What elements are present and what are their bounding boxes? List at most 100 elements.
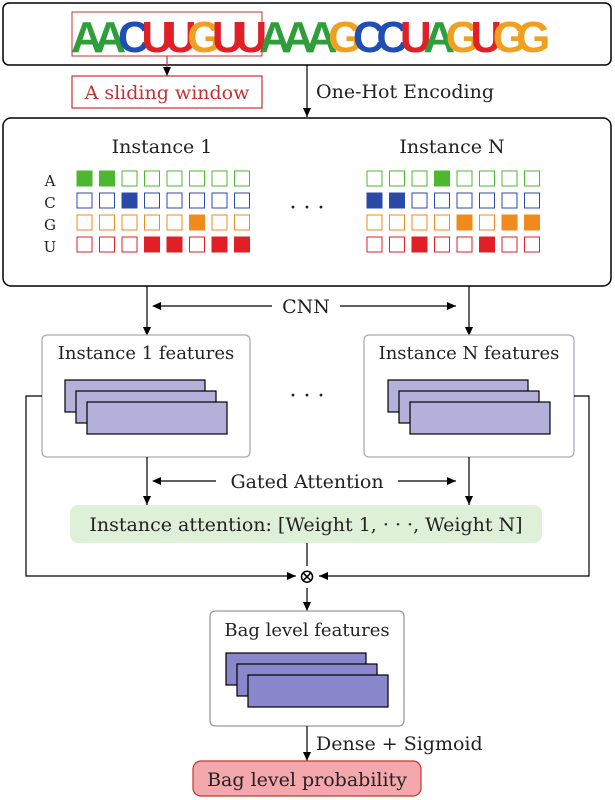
onehot-cell (366, 236, 383, 253)
onehot-cell (411, 170, 428, 187)
onehot-cell (99, 192, 115, 209)
onehot-cell (501, 170, 518, 187)
row-label: A (44, 172, 56, 190)
onehot-cell-active (389, 192, 405, 209)
one-hot-label: One-Hot Encoding (316, 81, 494, 103)
onehot-cell (234, 170, 250, 187)
onehot-cell (99, 236, 115, 253)
onehot-cell-active (144, 236, 160, 253)
sliding-window-label-box (71, 75, 263, 109)
instance-1-onehot-matrix (76, 170, 250, 253)
combine-symbol: ⊗ (299, 564, 316, 588)
onehot-cell (501, 192, 518, 209)
onehot-cell (121, 170, 138, 187)
onehot-cell-active (99, 170, 115, 187)
sequence-letter: U (400, 13, 430, 62)
onehot-cell (211, 170, 228, 187)
onehot-cell (389, 214, 405, 231)
sequence-letter: C (118, 13, 149, 62)
sequence-letter: U (470, 13, 500, 62)
skip-connection-left (25, 395, 296, 580)
onehot-cell-active (189, 214, 205, 231)
onehot-cell-active (411, 236, 428, 253)
onehot-cell (166, 170, 183, 187)
onehot-cell-active (234, 236, 250, 253)
onehot-cell (434, 236, 450, 253)
onehot-cell-active (366, 192, 383, 209)
row-label: C (44, 194, 55, 212)
sequence-letter: G (493, 13, 525, 62)
sequence-letter: A (94, 13, 125, 62)
onehot-cell (144, 214, 160, 231)
sequence-letter: G (446, 13, 478, 62)
sequence-letter: A (423, 13, 454, 62)
onehot-cell (189, 170, 205, 187)
onehot-cell (211, 214, 228, 231)
sequence-letter: C (353, 13, 384, 62)
sequence-letter: C (376, 13, 407, 62)
onehot-cell (411, 214, 428, 231)
gated-attention-label: Gated Attention (230, 471, 383, 493)
onehot-cell-active (76, 170, 93, 187)
sequence-letter: A (306, 13, 337, 62)
onehot-cell-active (211, 236, 228, 253)
instance-1-feature-stack (64, 379, 228, 435)
bag-probability-box (192, 760, 422, 797)
row-label: U (44, 238, 57, 256)
onehot-cell (121, 214, 138, 231)
cnn-label: CNN (282, 296, 330, 318)
onehot-cell (76, 192, 93, 209)
onehot-cell (76, 236, 93, 253)
onehot-cell (76, 214, 93, 231)
bag-features-label: Bag level features (224, 620, 389, 641)
onehot-cell (389, 236, 405, 253)
bag-probability-label: Bag level probability (207, 769, 407, 791)
onehot-cell (234, 192, 250, 209)
dense-sigmoid-label: Dense + Sigmoid (316, 733, 483, 755)
sliding-window-label: A sliding window (84, 82, 251, 104)
sequence-letter: G (328, 13, 360, 62)
onehot-cell (524, 170, 540, 187)
onehot-cell (121, 236, 138, 253)
onehot-cell (189, 236, 205, 253)
sequence-letter: U (165, 13, 195, 62)
features-ellipsis: · · · (290, 384, 325, 409)
onehot-cell-active (524, 214, 540, 231)
onehot-cell (434, 192, 450, 209)
sequence-letter: A (71, 13, 102, 62)
instance-n-feature-stack (387, 379, 551, 435)
onehot-cell-active (456, 214, 473, 231)
onehot-cell-active (479, 236, 495, 253)
instance-n-onehot-matrix (366, 170, 540, 253)
onehot-cell (479, 214, 495, 231)
instance-attention-label: Instance attention: [Weight 1, · · ·, We… (89, 514, 522, 536)
onehot-cell-active (434, 170, 450, 187)
onehot-cell (389, 170, 405, 187)
instances-ellipsis: · · · (290, 196, 325, 221)
skip-connection-right (319, 395, 590, 580)
onehot-cell (234, 214, 250, 231)
onehot-cell (456, 236, 473, 253)
onehot-cell (501, 236, 518, 253)
onehot-cell-active (501, 214, 518, 231)
sequence-letter: G (516, 13, 548, 62)
onehot-cell (166, 214, 183, 231)
sequence-letter: U (212, 13, 242, 62)
instance-n-features-label: Instance N features (379, 343, 560, 364)
onehot-cell (411, 192, 428, 209)
onehot-cell (479, 170, 495, 187)
instance-attention-box (70, 505, 542, 543)
instance-n-title: Instance N (399, 136, 504, 158)
onehot-cell (434, 214, 450, 231)
onehot-cell (524, 192, 540, 209)
onehot-cell (144, 170, 160, 187)
onehot-cell (189, 192, 205, 209)
sequence-letter: U (141, 13, 171, 62)
onehot-cell (524, 236, 540, 253)
onehot-cell (366, 170, 383, 187)
onehot-cell-active (166, 236, 183, 253)
